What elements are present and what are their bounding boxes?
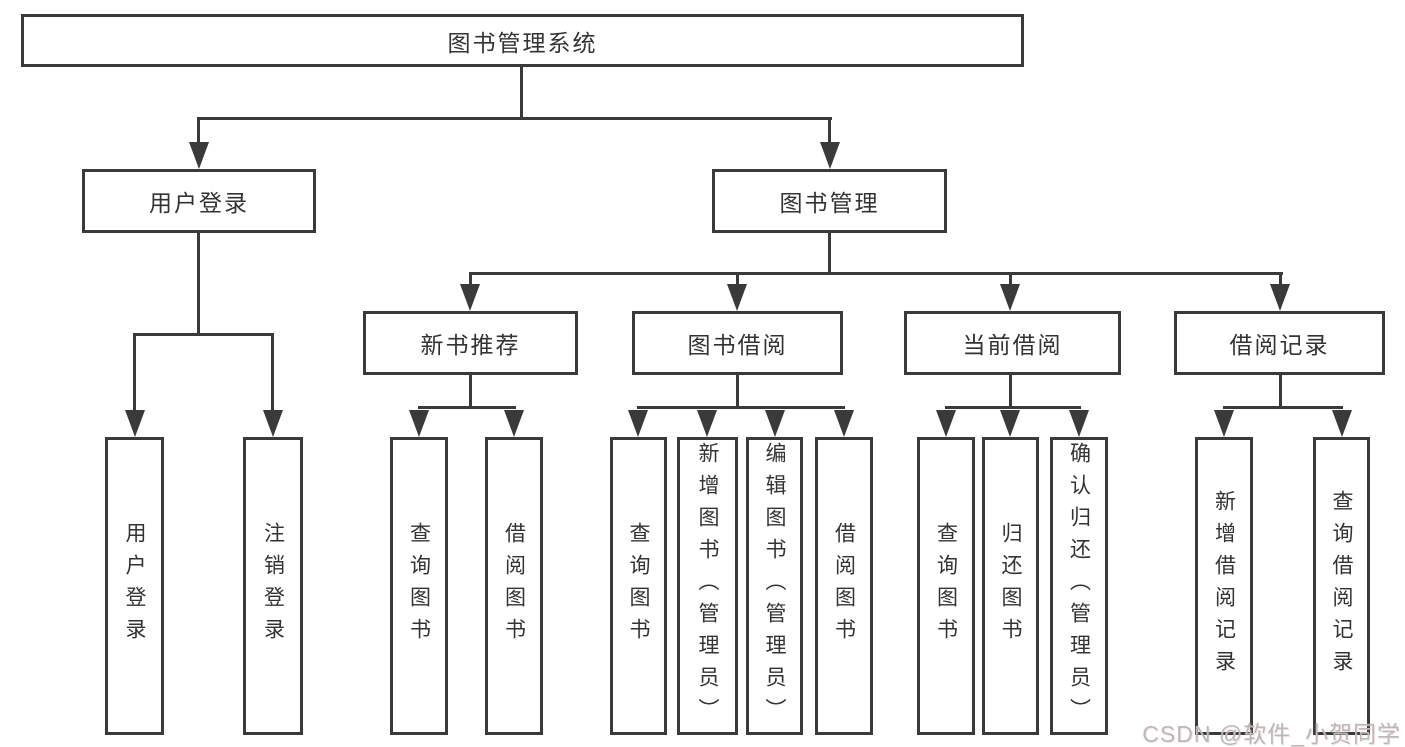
connector-line — [271, 333, 274, 415]
node-new-book-recommend: 新书推荐 — [363, 311, 578, 375]
arrow-down-icon — [1332, 410, 1352, 437]
node-user-login-label: 用户登录 — [149, 190, 249, 216]
leaf-borrow-query-books-label: 查询图书 — [627, 522, 650, 650]
connector-line — [133, 333, 136, 415]
leaf-confirm-return-admin-label: 确认归还（管理员） — [1067, 442, 1091, 730]
arrow-down-icon — [460, 284, 480, 311]
arrow-down-icon — [504, 410, 524, 437]
connector-line — [469, 373, 472, 409]
leaf-add-books-admin: 新增图书（管理员） — [677, 437, 738, 735]
leaf-user-login: 用户登录 — [105, 437, 164, 735]
arrow-down-icon — [189, 142, 209, 169]
leaf-query-borrow-record: 查询借阅记录 — [1313, 437, 1370, 735]
node-user-login: 用户登录 — [82, 169, 316, 233]
leaf-add-borrow-record-label: 新增借阅记录 — [1212, 490, 1236, 682]
arrow-down-icon — [936, 410, 956, 437]
arrow-down-icon — [1000, 410, 1020, 437]
node-book-management: 图书管理 — [712, 169, 947, 233]
arrow-down-icon — [628, 410, 648, 437]
connector-line — [828, 117, 831, 147]
node-book-borrow: 图书借阅 — [632, 311, 843, 375]
connector-line — [828, 231, 831, 275]
leaf-recommend-borrow-books-label: 借阅图书 — [502, 522, 526, 650]
connector-line — [197, 117, 832, 120]
leaf-return-books-label: 归还图书 — [999, 522, 1022, 650]
connector-line — [736, 373, 739, 409]
connector-line — [736, 272, 739, 288]
connector-line — [418, 406, 516, 409]
connector-line — [520, 65, 523, 120]
connector-line — [133, 333, 274, 336]
leaf-confirm-return-admin: 确认归还（管理员） — [1050, 437, 1108, 735]
connector-line — [1279, 373, 1282, 409]
arrow-down-icon — [1214, 410, 1234, 437]
arrow-down-icon — [765, 410, 785, 437]
leaf-add-borrow-record: 新增借阅记录 — [1195, 437, 1253, 735]
leaf-logout: 注销登录 — [243, 437, 303, 735]
connector-line — [945, 406, 1081, 409]
leaf-recommend-query-books-label: 查询图书 — [407, 522, 431, 650]
arrow-down-icon — [263, 410, 283, 437]
arrow-down-icon — [1000, 284, 1020, 311]
connector-line — [469, 272, 1283, 275]
arrow-down-icon — [727, 284, 747, 311]
node-book-management-label: 图书管理 — [779, 190, 880, 216]
arrow-down-icon — [1069, 410, 1089, 437]
node-root-system-label: 图书管理系统 — [447, 29, 598, 56]
connector-line — [469, 272, 472, 288]
leaf-current-query-books-label: 查询图书 — [934, 522, 958, 650]
arrow-down-icon — [1270, 284, 1290, 311]
connector-line — [197, 231, 200, 336]
connector-line — [1279, 272, 1282, 288]
node-borrow-records-label: 借阅记录 — [1229, 332, 1330, 358]
arrow-down-icon — [834, 410, 854, 437]
node-current-borrow: 当前借阅 — [904, 311, 1121, 375]
node-root-system: 图书管理系统 — [21, 14, 1024, 67]
connector-line — [1009, 272, 1012, 288]
node-borrow-records: 借阅记录 — [1174, 311, 1385, 375]
connector-line — [637, 406, 845, 409]
leaf-recommend-query-books: 查询图书 — [390, 437, 448, 735]
leaf-borrow-query-books: 查询图书 — [610, 437, 667, 735]
arrow-down-icon — [820, 142, 840, 169]
leaf-user-login-label: 用户登录 — [123, 522, 146, 650]
leaf-borrow-books: 借阅图书 — [815, 437, 873, 735]
leaf-query-borrow-record-label: 查询借阅记录 — [1330, 490, 1353, 682]
connector-line — [1009, 373, 1012, 409]
leaf-edit-books-admin-label: 编辑图书（管理员） — [763, 442, 786, 730]
leaf-edit-books-admin: 编辑图书（管理员） — [746, 437, 803, 735]
node-new-book-recommend-label: 新书推荐 — [420, 332, 521, 358]
leaf-current-query-books: 查询图书 — [917, 437, 975, 735]
leaf-logout-label: 注销登录 — [261, 522, 285, 650]
csdn-watermark: CSDN @软件_小贺同学 — [1142, 721, 1401, 747]
node-current-borrow-label: 当前借阅 — [962, 332, 1063, 358]
leaf-recommend-borrow-books: 借阅图书 — [485, 437, 543, 735]
leaf-add-books-admin-label: 新增图书（管理员） — [696, 442, 719, 730]
leaf-borrow-books-label: 借阅图书 — [832, 522, 856, 650]
connector-line — [197, 117, 200, 147]
leaf-return-books: 归还图书 — [982, 437, 1039, 735]
arrow-down-icon — [125, 410, 145, 437]
node-book-borrow-label: 图书借阅 — [687, 332, 788, 358]
connector-line — [1223, 406, 1343, 409]
arrow-down-icon — [697, 410, 717, 437]
arrow-down-icon — [409, 410, 429, 437]
